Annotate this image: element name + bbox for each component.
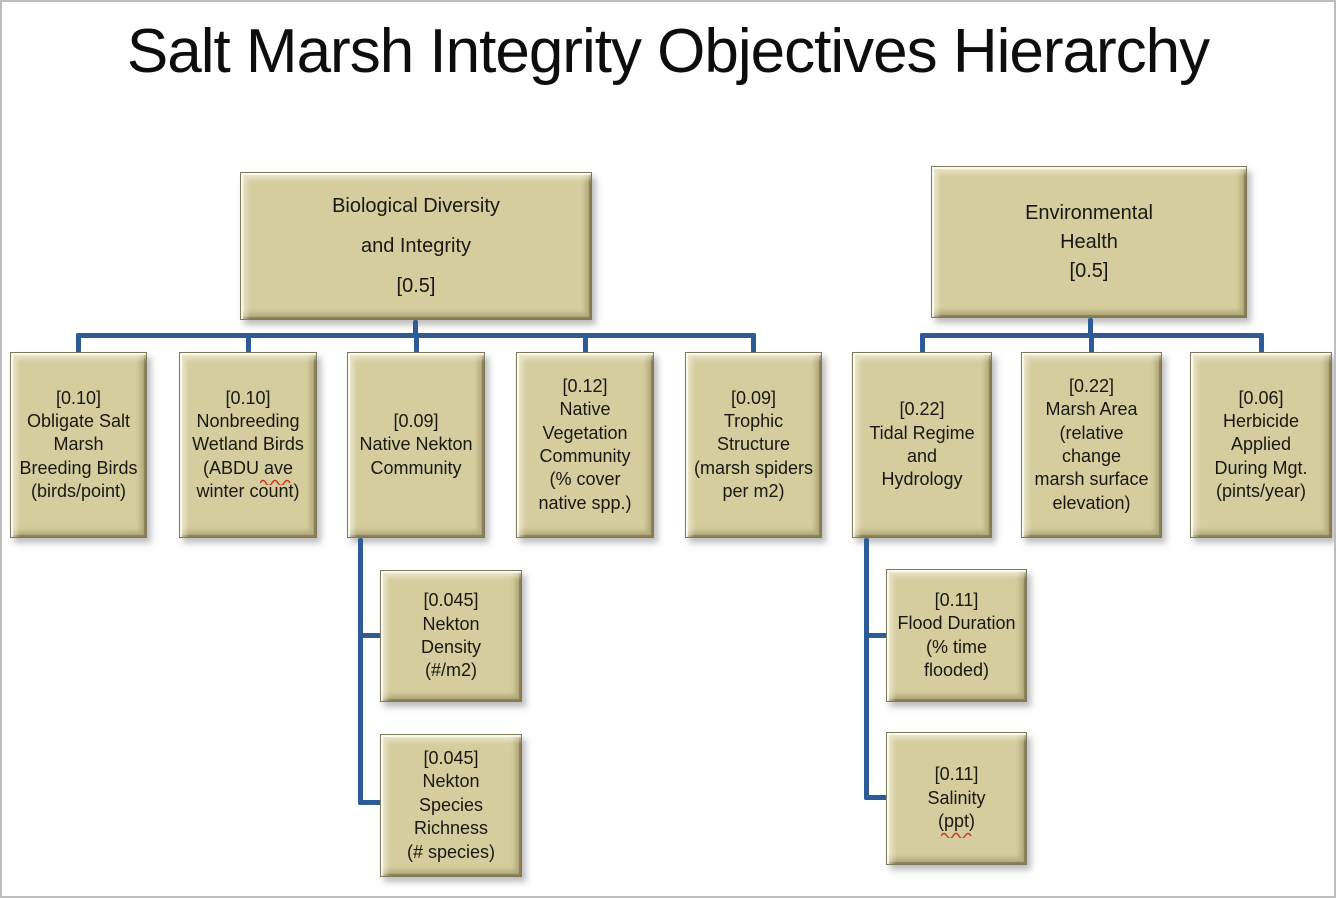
connector-tidal-stub-1: [864, 633, 890, 638]
spellcheck-squiggle: [260, 479, 291, 485]
spellcheck-squiggle: [941, 832, 972, 838]
node-label: [0.10] Nonbreeding Wetland Birds (ABDU a…: [192, 387, 304, 502]
connector-bio-stem: [413, 320, 418, 336]
node-label: [0.06] Herbicide Applied During Mgt. (pi…: [1214, 387, 1308, 502]
node-native-vegetation-community: [0.12] Native Vegetation Community (% co…: [516, 352, 654, 538]
connector-bio-drop-5: [751, 333, 756, 353]
node-nonbreeding-wetland-birds: [0.10] Nonbreeding Wetland Birds (ABDU a…: [179, 352, 317, 538]
node-nekton-species-richness: [0.045] Nekton Species Richness (# speci…: [380, 734, 522, 877]
connector-bio-drop-1: [76, 333, 81, 353]
connector-tidal-vertical: [864, 538, 869, 800]
node-label: [0.22] Marsh Area (relative change marsh…: [1034, 375, 1149, 513]
node-label: Environmental Health [0.5]: [1025, 201, 1153, 282]
node-native-nekton-community: [0.09] Native Nekton Community: [347, 352, 485, 538]
node-label: [0.11] Flood Duration (% time flooded): [897, 589, 1016, 680]
connector-env-drop-2: [1089, 333, 1094, 353]
node-label: [0.22] Tidal Regime and Hydrology: [869, 399, 975, 490]
connector-env-drop-1: [920, 333, 925, 353]
node-label: Biological Diversity and Integrity [0.5]: [332, 195, 500, 297]
connector-bio-drop-2: [246, 333, 251, 353]
node-salinity: [0.11] Salinity (ppt): [886, 732, 1027, 865]
node-obligate-breeding-birds: [0.10] Obligate Salt Marsh Breeding Bird…: [10, 352, 147, 538]
node-marsh-area: [0.22] Marsh Area (relative change marsh…: [1021, 352, 1162, 538]
node-label: [0.045] Nekton Density (#/m2): [420, 590, 482, 681]
node-trophic-structure: [0.09] Trophic Structure (marsh spiders …: [685, 352, 822, 538]
page-title: Salt Marsh Integrity Objectives Hierarch…: [126, 17, 1210, 86]
connector-tidal-stub-2: [864, 795, 890, 800]
node-label: [0.045] Nekton Species Richness (# speci…: [406, 748, 496, 862]
connector-bio-drop-4: [583, 333, 588, 353]
node-nekton-density: [0.045] Nekton Density (#/m2): [380, 570, 522, 702]
node-herbicide-applied: [0.06] Herbicide Applied During Mgt. (pi…: [1190, 352, 1332, 538]
node-label: [0.12] Native Vegetation Community (% co…: [538, 375, 632, 513]
node-biological-diversity: Biological Diversity and Integrity [0.5]: [240, 172, 592, 320]
connector-bio-drop-3: [414, 333, 419, 353]
connector-env-stem: [1088, 318, 1093, 336]
node-label: [0.10] Obligate Salt Marsh Breeding Bird…: [19, 387, 138, 502]
connector-nekton-stub-1: [358, 633, 384, 638]
node-label: [0.09] Native Nekton Community: [359, 410, 473, 478]
node-label: [0.09] Trophic Structure (marsh spiders …: [693, 387, 814, 502]
node-tidal-regime-hydrology: [0.22] Tidal Regime and Hydrology: [852, 352, 992, 538]
node-environmental-health: Environmental Health [0.5]: [931, 166, 1247, 318]
node-label: [0.11] Salinity (ppt): [927, 764, 986, 832]
node-flood-duration: [0.11] Flood Duration (% time flooded): [886, 569, 1027, 702]
connector-nekton-vertical: [358, 538, 363, 805]
connector-nekton-stub-2: [358, 800, 384, 805]
connector-env-drop-3: [1259, 333, 1264, 353]
